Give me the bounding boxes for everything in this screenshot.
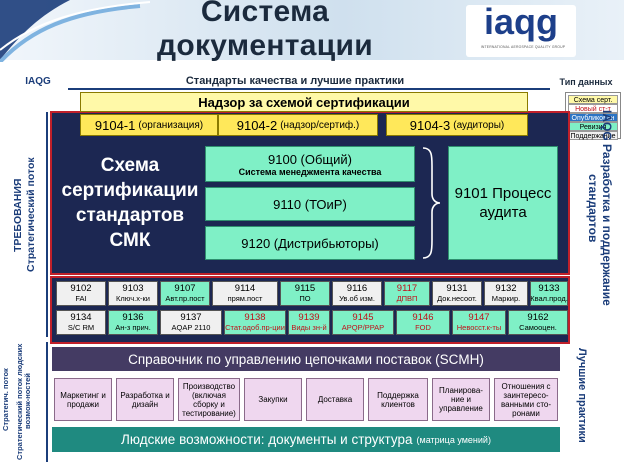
iaqg-logo <box>466 5 576 57</box>
standard-code-title: прям.пост <box>227 293 263 303</box>
standard-code-number: 9134 <box>70 311 92 323</box>
standard-code-title: ПО <box>299 293 311 303</box>
standard-9104-3: 9104-3(аудиторы) <box>386 114 528 136</box>
standard-code-title: FOD <box>415 322 431 332</box>
standard-code-number: 9136 <box>122 311 144 323</box>
standard-9100-box: 9100 (Общий) Система менеджмента качеств… <box>205 146 415 182</box>
standard-9120-box: 9120 (Дистрибьюторы) <box>205 226 415 260</box>
process-box-delivery: Доставка <box>306 378 364 421</box>
standard-9100-subtitle: Система менеджмента качества <box>238 166 382 177</box>
top-divider-line <box>68 88 550 90</box>
standard-code-title: AQAP 2110 <box>171 322 211 332</box>
standard-code-number: 9107 <box>174 282 196 294</box>
iaqg-logo-subtitle: INTERNATIONAL AEROSPACE QUALITY GROUP <box>480 45 566 49</box>
standard-code-number: 9138 <box>244 311 266 323</box>
process-box-stakeholders: Отношения с заинтересо-ванными сто-ронам… <box>494 378 558 421</box>
standard-code-number: 9131 <box>446 282 468 294</box>
process-box-planning: Планирова-ние и управление <box>432 378 490 421</box>
standard-code-number: 9132 <box>495 282 517 294</box>
scheme-title: Схема сертификации стандартов СМК <box>61 154 199 251</box>
standard-9110-box: 9110 (ТОиР) <box>205 187 415 221</box>
process-box-production: Производство (включая сборку и тестирова… <box>178 378 240 421</box>
process-box-purchasing: Закупки <box>244 378 302 421</box>
standard-code-title: Авт.пр.пост <box>165 293 205 303</box>
page-title: Система документации <box>157 0 373 62</box>
standard-code-number: 9117 <box>396 282 418 294</box>
standard-code-title: Самооцен. <box>519 322 557 332</box>
standard-code-number: 9133 <box>538 282 560 294</box>
standard-code-title: Док.несоот. <box>437 293 477 303</box>
requirements-side-line <box>46 112 48 337</box>
standard-code-number: 9146 <box>412 311 434 323</box>
legend-item-cert-scheme: Схема серт. <box>568 95 618 104</box>
standard-code-title: Ув.об изм. <box>339 293 375 303</box>
standard-code-number: 9162 <box>527 311 549 323</box>
standard-code-title: S/C RM <box>67 322 95 332</box>
process-box-customer-support: Поддержка клиентов <box>368 378 428 421</box>
standard-code-title: Маркир. <box>491 293 521 303</box>
standard-code-title: Виды зн-й <box>291 322 327 332</box>
data-type-label: Тип данных <box>559 77 613 87</box>
standard-code-number: 9139 <box>298 311 320 323</box>
iaqg-logo-wordmark: iaqg <box>483 1 558 42</box>
scmh-banner: Справочник по управлению цепочками поста… <box>52 347 560 371</box>
standard-code-number: 9147 <box>468 311 490 323</box>
header-swoosh-decoration <box>0 0 150 62</box>
standard-code-title: ДПВП <box>396 293 418 303</box>
human-capability-side-label: Стратегический поток людских возмож-ност… <box>15 343 32 460</box>
process-box-marketing: Маркетинг и продажи <box>54 378 112 421</box>
standard-code-title: Невосст.к-ты <box>456 322 502 332</box>
iaqg-label: IAQG <box>25 76 51 87</box>
standard-9101-box: 9101 Процесс аудита <box>448 146 558 260</box>
standard-code-title: FAI <box>75 293 87 303</box>
bottom-side-line <box>46 342 48 462</box>
human-capability-note: (матрица умений) <box>416 434 491 445</box>
standard-code-number: 9137 <box>180 311 202 323</box>
standard-code-title: Стат.одоб.пр-ции <box>225 322 285 332</box>
strategic-flow-side-label: Стратегич. поток <box>1 368 10 432</box>
best-practices-side-label: Лучшие практики <box>576 347 588 443</box>
standard-code-title: Ключ.х-ки <box>116 293 150 303</box>
standard-code-number: 9102 <box>70 282 92 294</box>
oversight-banner: Надзор за схемой сертификации <box>80 92 528 112</box>
standard-code-title: Квал.прод. <box>530 293 568 303</box>
standard-code-number: 9114 <box>234 282 256 294</box>
process-box-design: Разработка и дизайн <box>116 378 174 421</box>
brace-connector <box>422 147 441 259</box>
standard-code-number: 9116 <box>346 282 368 294</box>
standard-code-number: 9103 <box>122 282 144 294</box>
standard-code-title: Ан-з прич. <box>115 322 151 332</box>
standard-9100-code: 9100 (Общий) <box>268 151 352 167</box>
standard-9104-1: 9104-1(организация) <box>80 114 218 136</box>
standard-9104-2: 9104-2(надзор/сертиф.) <box>218 114 378 136</box>
legend-item-new-standard: Новый ст-т <box>568 104 618 113</box>
standard-code-number: 9145 <box>352 311 374 323</box>
standard-code-number: 9115 <box>294 282 316 294</box>
standards-development-side-label: IAQG Разработка и поддержание стандартов <box>586 110 614 306</box>
standard-code-title: APQP/PPAP <box>341 322 385 332</box>
standards-heading: Стандарты качества и лучшие практики <box>185 74 405 87</box>
human-capability-banner: Людские возможности: документы и структу… <box>52 427 560 452</box>
human-capability-main: Людские возможности: документы и структу… <box>121 432 413 447</box>
